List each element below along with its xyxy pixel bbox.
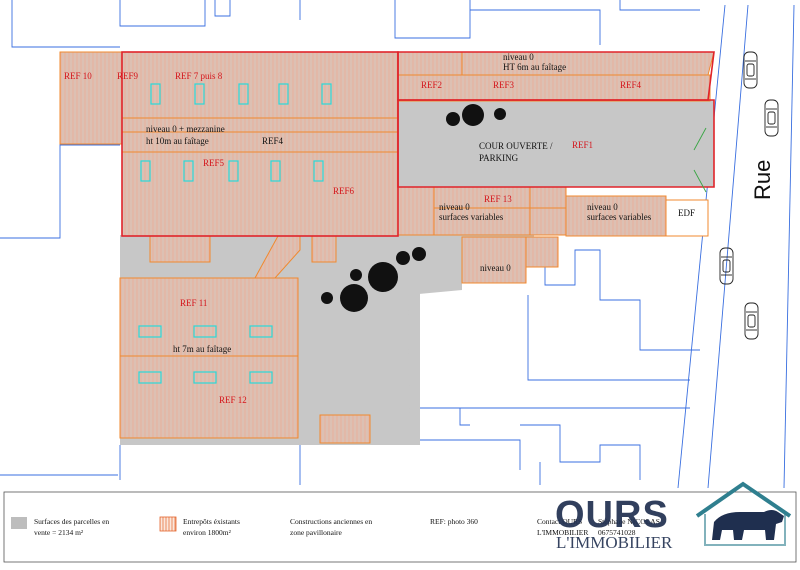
note: niveau 0: [439, 202, 470, 212]
warehouse-small-a: [525, 236, 559, 268]
plan-notes: niveau 0 HT 6m au faîtage niveau 0 + mez…: [146, 52, 695, 354]
warehouses: [59, 51, 715, 444]
warehouse-small-e: [319, 414, 371, 444]
ref-label: REF4: [620, 80, 642, 90]
tree-icon: [446, 112, 460, 126]
car-icon: [764, 99, 779, 137]
property-boundaries: [121, 51, 715, 237]
edf-box: [665, 199, 709, 237]
ref-label: REF1: [572, 140, 593, 150]
entrance-marks: [693, 127, 707, 193]
skylights: [138, 83, 332, 384]
note: ht 7m au faîtage: [173, 344, 231, 354]
note: COUR OUVERTE /: [479, 141, 553, 151]
note: niveau 0 + mezzanine: [146, 124, 225, 134]
legend: Surfaces des parcelles en vente = 2134 m…: [3, 481, 797, 563]
tree-icon: [396, 251, 410, 265]
tree-icon: [340, 284, 368, 312]
warehouse-ref13: [397, 186, 567, 236]
ref-label: REF 10: [64, 71, 92, 81]
tree-icon: [368, 262, 398, 292]
ref-label: REF 11: [180, 298, 207, 308]
legend-swatch-grey: [11, 517, 27, 529]
legend-text: Surfaces des parcelles en: [34, 517, 109, 526]
note: ht 10m au faîtage: [146, 136, 209, 146]
legend-text: REF: photo 360: [430, 517, 478, 526]
parked-cars: [719, 51, 779, 340]
street-label: Rue: [750, 160, 775, 200]
warehouse-ref7: [121, 51, 399, 237]
street: Rue: [677, 4, 795, 489]
car-icon: [743, 51, 758, 89]
ref-label: REF2: [421, 80, 442, 90]
legend-text: vente = 2134 m²: [34, 528, 84, 537]
note: surfaces variables: [439, 212, 504, 222]
warehouse-ref10: [59, 51, 123, 145]
brand-logo: OURS L'IMMOBILIER: [555, 481, 792, 552]
contact-name: Stéphane NICOLAS: [598, 517, 660, 526]
legend-text: environ 1800m²: [183, 528, 232, 537]
warehouse-niveau0-c: [461, 236, 527, 284]
legend-swatch-hatch: [159, 516, 177, 532]
note: niveau 0: [480, 263, 511, 273]
partition-lines: [120, 52, 566, 357]
car-icon: [744, 302, 759, 340]
logo-wordmark: OURS: [555, 494, 669, 536]
ref-label: REF 7 puis 8: [175, 71, 223, 81]
legend-text: zone pavillonaire: [290, 528, 343, 537]
tree-icon: [350, 269, 362, 281]
ref-label: REF3: [493, 80, 515, 90]
note: HT 6m au faîtage: [503, 62, 566, 72]
ref-label: REF 12: [219, 395, 247, 405]
note: niveau 0: [587, 202, 618, 212]
contact-text: L'IMMOBILIER: [537, 528, 588, 537]
contact-phone: 0675741028: [598, 528, 636, 537]
warehouse-small-d: [311, 235, 337, 263]
note: surfaces variables: [587, 212, 652, 222]
ref-label: REF 13: [484, 194, 512, 204]
cadastre-lines: [0, 0, 700, 485]
tree-icon: [412, 247, 426, 261]
note: PARKING: [479, 153, 519, 163]
warehouse-small-b: [149, 235, 211, 263]
logo-subtitle: L'IMMOBILIER: [556, 533, 673, 552]
trees: [321, 104, 506, 312]
house-roof-icon: [695, 481, 792, 518]
contact-text: Contact OURS: [537, 517, 582, 526]
tree-icon: [494, 108, 506, 120]
legend-text: Entrepôts éxistants: [183, 517, 240, 526]
car-icon: [719, 247, 734, 285]
ref-label: REF9: [117, 71, 139, 81]
note: niveau 0: [503, 52, 534, 62]
ref-label: REF6: [333, 186, 355, 196]
bear-icon: [712, 510, 784, 540]
ref-label: REF4: [262, 136, 284, 146]
warehouse-ref11-12: [119, 277, 299, 439]
edf-label: EDF: [678, 208, 695, 218]
ref-labels: REF 10 REF9 REF 7 puis 8 REF2 REF3 REF4 …: [64, 71, 642, 405]
tree-icon: [462, 104, 484, 126]
tree-icon: [321, 292, 333, 304]
ref-label: REF5: [203, 158, 225, 168]
warehouse-ref2-4-lower: [397, 74, 711, 102]
legend-text: Constructions anciennes en: [290, 517, 372, 526]
